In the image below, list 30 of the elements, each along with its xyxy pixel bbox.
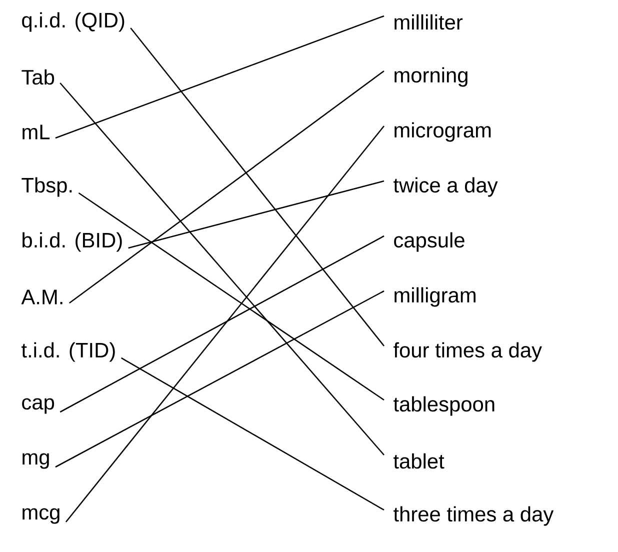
term-label: morning <box>394 67 468 87</box>
term-label: t.i.d. (TID) <box>22 342 115 362</box>
term-label: b.i.d. (BID) <box>22 232 122 252</box>
term-label: Tab <box>22 69 54 85</box>
matching-line <box>128 180 384 249</box>
matching-line <box>65 126 385 522</box>
term-label: mcg <box>22 508 60 524</box>
matching-line <box>55 290 384 468</box>
term-label: tablet <box>394 453 444 469</box>
term-label: capsule <box>394 232 464 252</box>
term-label: A.M. <box>21 290 62 304</box>
matching-line <box>121 357 384 511</box>
term-label: Tbsp. <box>22 177 72 197</box>
term-label: cap <box>22 398 54 414</box>
term-label: microgram <box>394 122 491 142</box>
term-label: tablespoon <box>394 396 494 416</box>
matching-line <box>69 70 384 304</box>
term-label: three times a day <box>394 506 554 526</box>
term-label: milliliter <box>394 14 463 30</box>
matching-line <box>60 235 384 413</box>
matching-line <box>130 28 385 346</box>
matching-line <box>78 192 384 401</box>
term-label: mL <box>22 124 50 140</box>
term-label: four times a day <box>394 342 542 362</box>
term-label: milligram <box>394 287 476 307</box>
matching-line <box>55 15 384 139</box>
term-label: q.i.d. (QID) <box>22 12 124 32</box>
term-label: mg <box>22 453 49 469</box>
term-label: twice a day <box>394 177 498 197</box>
matching-line <box>60 82 384 456</box>
